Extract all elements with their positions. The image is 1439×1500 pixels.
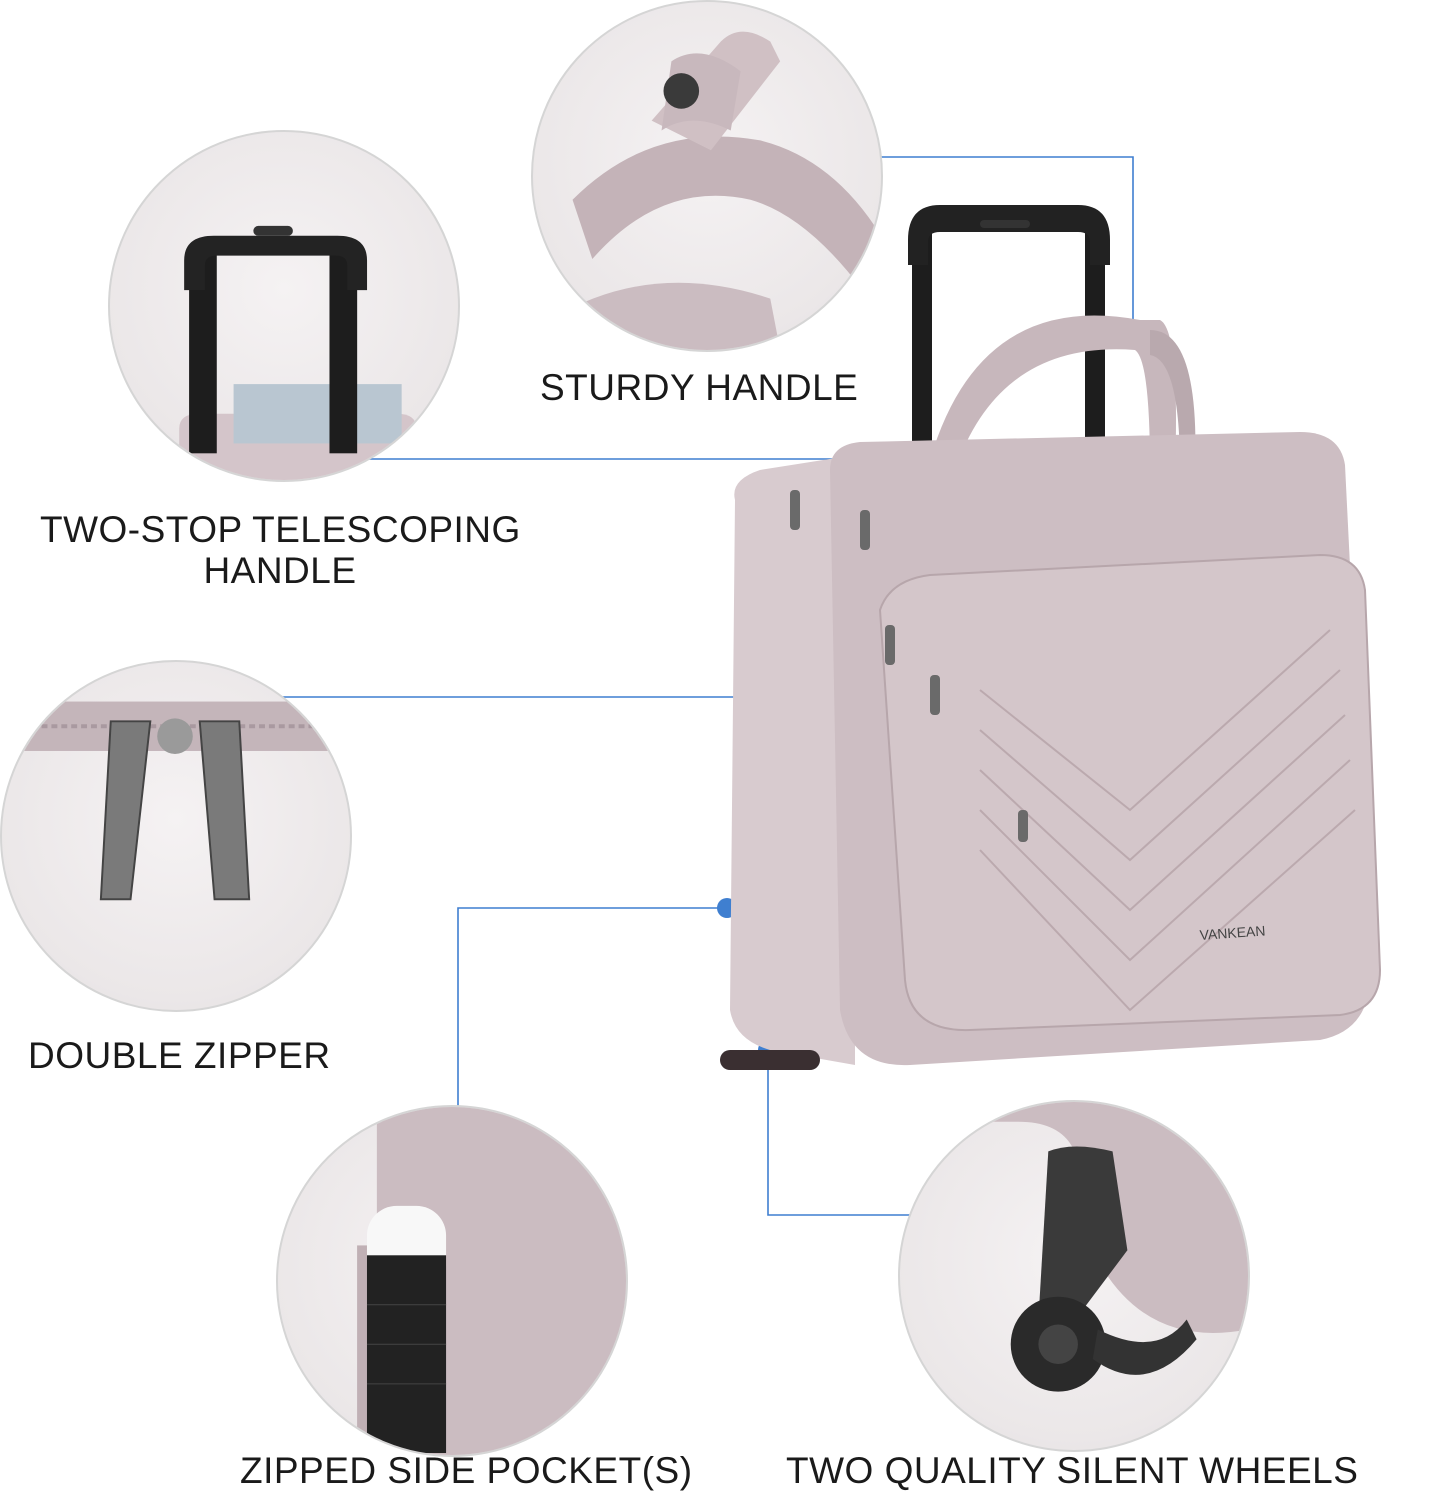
telescoping-handle-closeup <box>108 130 460 482</box>
telescoping-handle-label: TWO-STOP TELESCOPING HANDLE <box>40 509 521 591</box>
double-zipper-label: DOUBLE ZIPPER <box>28 1035 331 1076</box>
sturdy-handle-closeup <box>531 0 883 352</box>
shoulder-strap-icon <box>533 31 881 350</box>
side-pocket-closeup <box>276 1105 628 1457</box>
wheel-icon <box>900 1102 1248 1392</box>
telescoping-handle-label-line1: TWO-STOP TELESCOPING <box>40 509 521 550</box>
sturdy-handle-label: STURDY HANDLE <box>540 367 859 408</box>
wheels-closeup <box>898 1100 1250 1452</box>
side-pocket-label: ZIPPED SIDE POCKET(S) <box>240 1450 693 1491</box>
water-bottle-pocket-icon <box>357 1107 626 1455</box>
zipper-pulls-icon <box>2 701 350 901</box>
telescoping-handle-closeup-icon <box>179 225 417 480</box>
rolling-laptop-bag-illustration: VANKEAN <box>720 205 1382 1070</box>
telescoping-handle-label-line2: HANDLE <box>203 549 357 591</box>
brand-logo: VANKEAN <box>1199 922 1266 943</box>
telescoping-handle-icon <box>908 205 1110 455</box>
double-zipper-closeup <box>0 660 352 1012</box>
wheels-label: TWO QUALITY SILENT WHEELS <box>786 1450 1359 1491</box>
